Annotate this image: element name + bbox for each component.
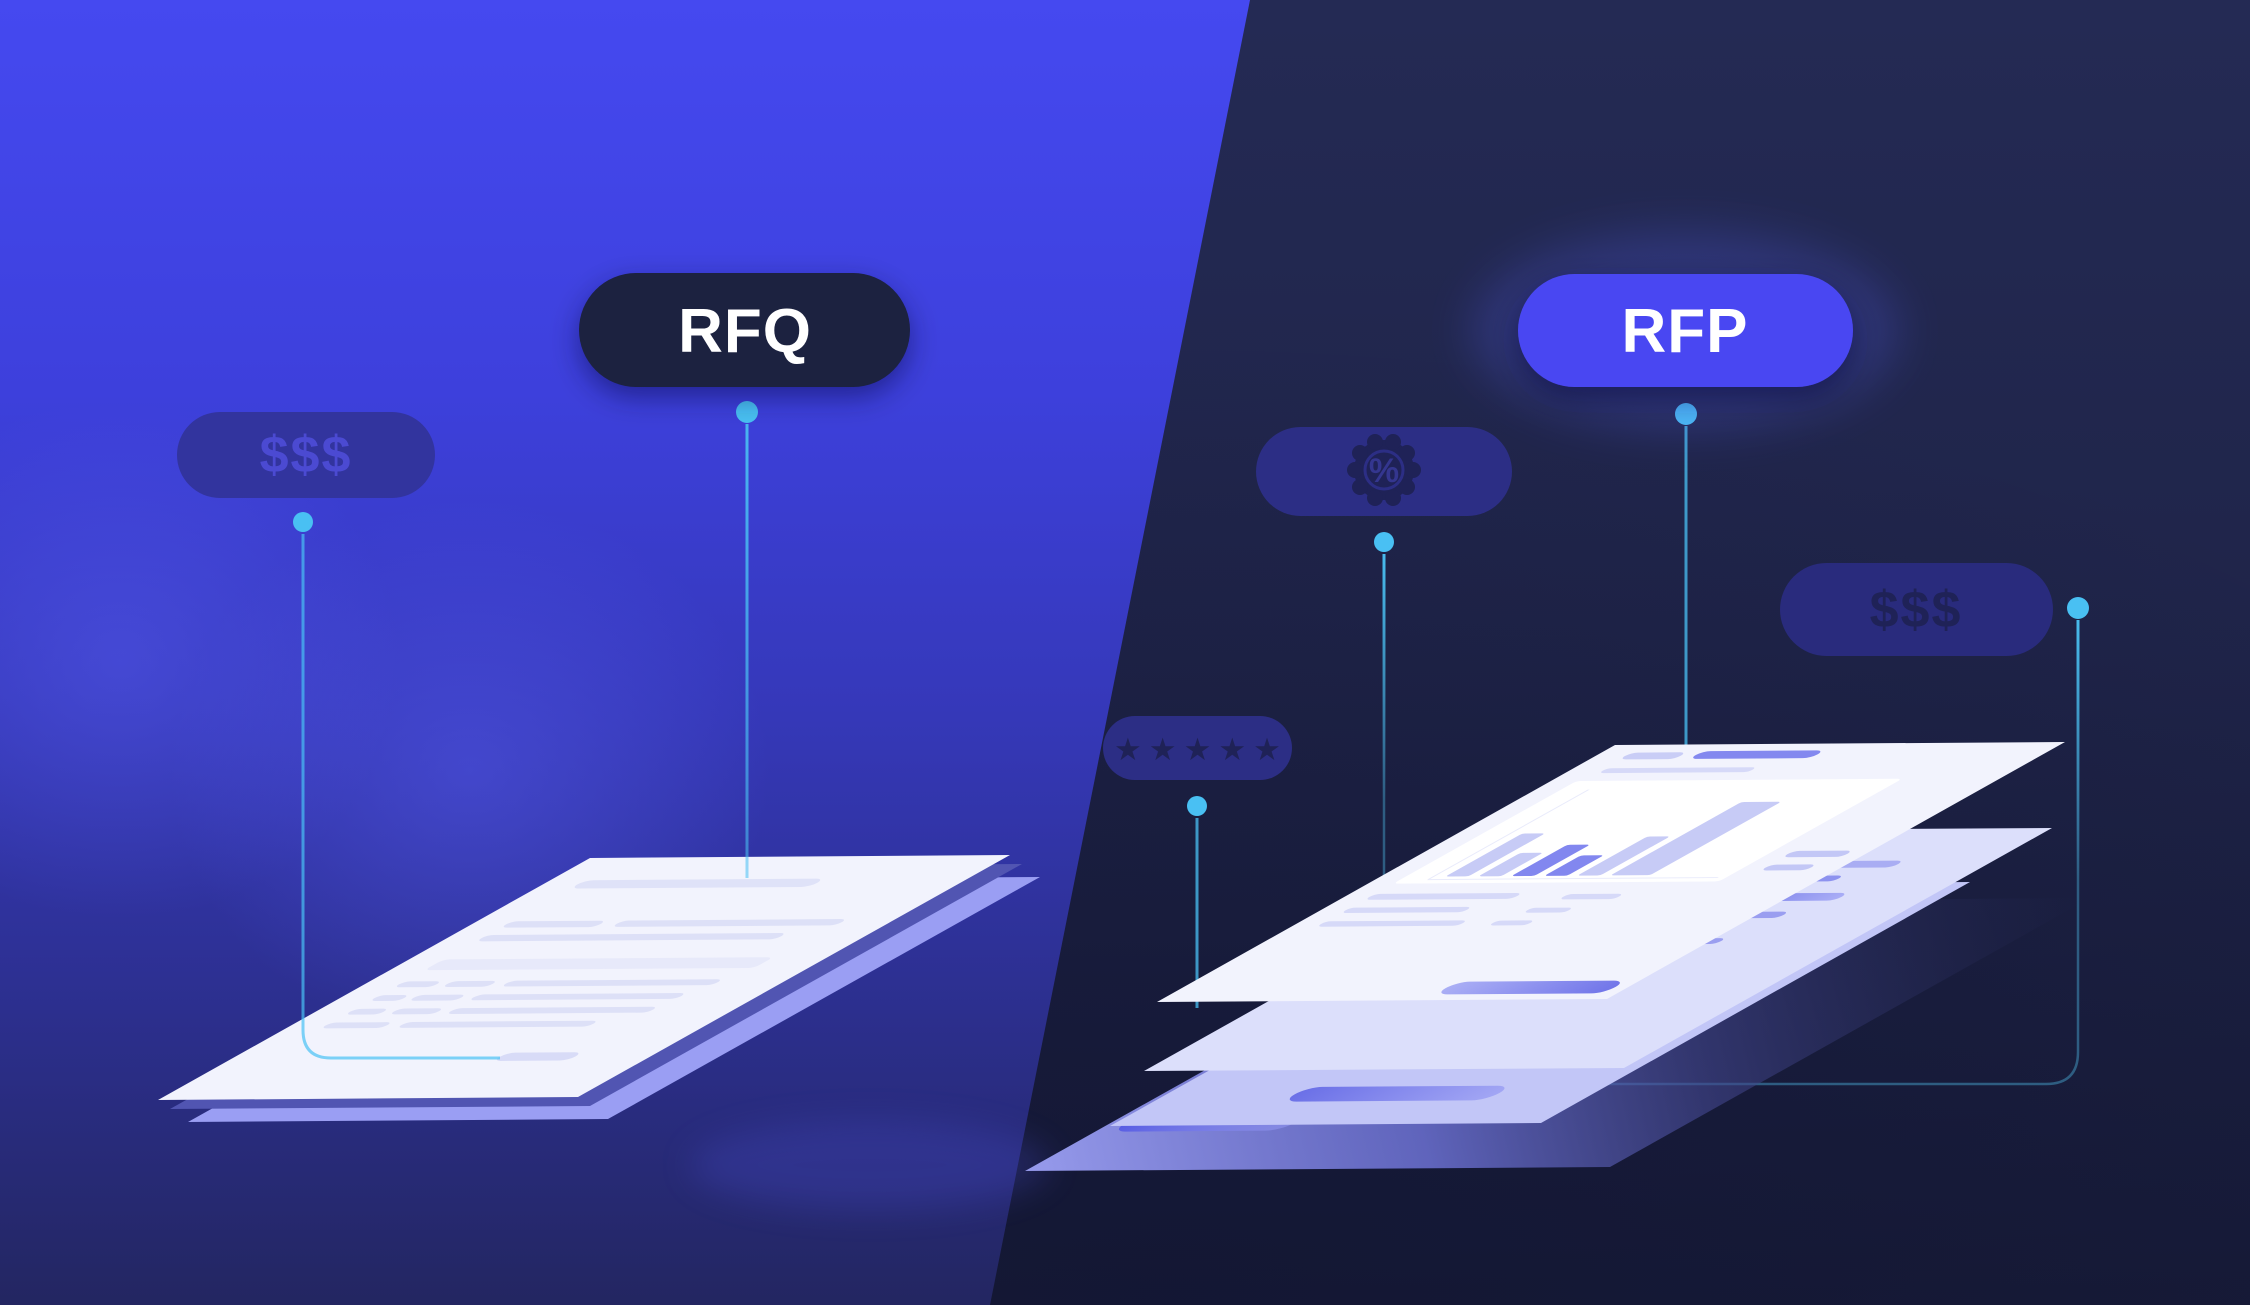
seal-petal [1367,490,1383,506]
price-left-connector-line [301,534,500,1060]
seal-petal [1385,490,1401,506]
text-line [1490,920,1533,926]
text-line [372,994,407,1001]
left-document-cast-shadow [690,1120,1050,1210]
rfq-connector-dot [736,401,758,423]
chart-bar [1611,801,1780,876]
stack-sheet-1-content [1319,750,1900,995]
text-line [1319,920,1465,927]
stack-sheet-3-content [1289,1085,1505,1102]
percent-glyph: % [1369,452,1399,490]
mini-chart-bars [1446,801,1780,877]
rfq-badge-group: RFQ [579,273,910,387]
price-right-pill [1780,563,2053,656]
rfq-sheet-content [323,878,844,1061]
text-line [614,919,844,927]
seal-petal [1367,434,1383,450]
doc-title-line [574,878,821,889]
price-left-connector-dot [293,512,313,532]
percent-badge-group: % [1256,427,1512,516]
rfp-badge-group: RFP [1470,230,1900,430]
five-star-rating-icon: ★★★★★ [1114,732,1288,768]
chart-bar [1512,844,1589,877]
text-line [479,932,784,942]
text-line [1601,767,1755,774]
stars-connector-dot [1187,796,1207,816]
seal-petal [1399,445,1415,461]
highlight-pill [1289,1085,1505,1102]
rfp-badge-label: RFP [1622,297,1749,366]
rfq-document [158,855,1040,1122]
price-right-badge-group: $$$ [1780,563,2053,656]
stars-badge-group: ★★★★★ [1103,716,1292,780]
highlight-pill [1441,980,1620,995]
left-connectors [293,401,758,1060]
chart-bar [1446,833,1544,877]
text-line [1343,906,1470,913]
seal-ring [1363,449,1405,491]
seal-petal [1405,462,1421,478]
chart-bar [1479,852,1542,877]
text-line [396,981,439,988]
text-line [503,979,720,987]
chart-x-axis [1427,877,1719,881]
doc-title-line [1622,752,1684,760]
text-line [471,993,684,1001]
text-line [1367,892,1520,900]
text-line [503,920,603,928]
price-left-badge-group: $$$ [177,412,435,498]
price-right-label: $$$ [1870,581,1963,639]
text-line [323,1022,390,1029]
seal-disc [1354,440,1414,500]
text-line [1785,850,1850,858]
text-line [1561,893,1622,900]
rfq-badge-label: RFQ [678,297,812,366]
chart-bar [1578,836,1669,876]
price-left-label: $$$ [260,426,353,484]
percent-seal-icon: % [1347,434,1421,506]
price-right-connector-dot [2067,597,2089,619]
seal-petal [1352,445,1368,461]
rfp-badge [1518,274,1853,387]
doc-title-line [1693,750,1821,759]
text-line [411,994,464,1001]
seal-petal [1399,479,1415,495]
text-line [449,1006,655,1014]
rfq-badge [579,273,910,387]
percent-connector-dot [1374,532,1394,552]
chart-y-axis [1427,789,1590,880]
text-line [392,1008,441,1015]
rfq-sheet [158,855,1010,1100]
price-target-pill [496,1052,579,1061]
text-line [399,1020,596,1028]
text-line [1525,907,1571,913]
text-band [427,957,771,971]
text-line [444,980,495,987]
seal-petal [1347,462,1363,478]
text-line [1763,864,1814,871]
chart-bar [1545,855,1603,876]
rfp-document-stack [1025,742,2090,1171]
stars-pill [1103,716,1292,780]
seal-petal [1385,434,1401,450]
seal-petal [1352,479,1368,495]
text-line [348,1008,386,1015]
price-left-pill [177,412,435,498]
